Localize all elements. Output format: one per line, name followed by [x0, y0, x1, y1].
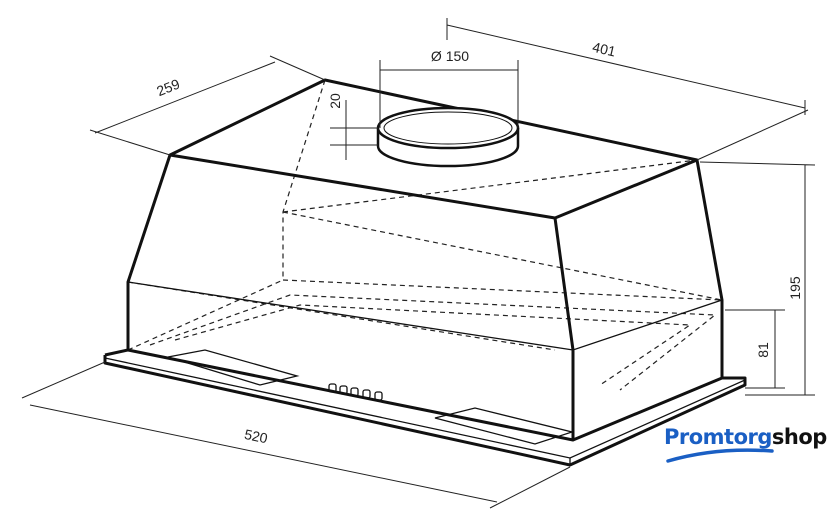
- light-panel-right: [434, 407, 575, 445]
- dimension-label-duct-diameter: Ø 150: [431, 48, 469, 64]
- dimension-label-401: 401: [591, 39, 618, 60]
- dimension-lines: [21, 18, 816, 509]
- control-button: [339, 385, 348, 395]
- control-buttons: [328, 383, 383, 401]
- promtorgshop-logo: Promtorgshop: [664, 425, 827, 463]
- exhaust-duct: [376, 106, 520, 168]
- control-button: [328, 383, 337, 393]
- base-plate: [103, 348, 747, 467]
- logo-text-promtorg: Promtorg: [664, 425, 772, 449]
- dimension-label-81: 81: [755, 342, 771, 358]
- logo-swoosh-icon: [666, 448, 774, 463]
- dimension-label-520: 520: [243, 426, 269, 447]
- control-button: [374, 391, 383, 401]
- logo-text-shop: shop: [771, 425, 827, 449]
- dimension-label-195: 195: [787, 276, 803, 300]
- dimension-label-20: 20: [327, 93, 343, 109]
- control-button: [350, 387, 359, 397]
- dimension-label-259: 259: [154, 75, 182, 99]
- light-panel-left: [167, 349, 300, 386]
- control-button: [362, 389, 371, 399]
